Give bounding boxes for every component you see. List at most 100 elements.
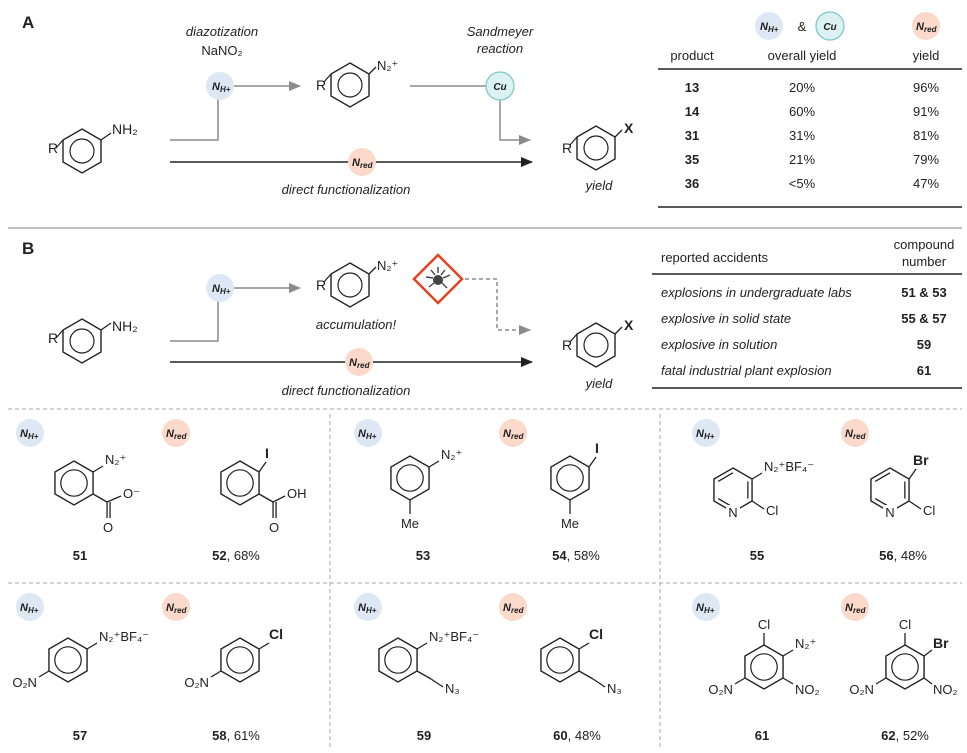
bond xyxy=(86,642,98,650)
diazonium-group: N₂⁺ xyxy=(441,447,462,462)
badge-letter: N xyxy=(166,602,175,614)
r-group-label: R xyxy=(316,77,326,93)
badge-letter: N xyxy=(503,428,512,440)
accidents-table: reported accidents compound number explo… xyxy=(652,237,962,389)
svg-text:N: N xyxy=(212,81,221,93)
iodine-substituent: I xyxy=(595,440,599,456)
chloro-substituent: Cl xyxy=(269,626,283,642)
table-header-yield: yield xyxy=(913,48,940,63)
benzene-ring xyxy=(540,637,580,683)
ring-nitrogen: N xyxy=(728,505,737,520)
bond xyxy=(592,678,606,688)
badge-letter: N xyxy=(845,602,854,614)
compound-label: 53 xyxy=(416,548,430,563)
diazonium-group: N₂⁺BF₄⁻ xyxy=(429,629,479,644)
bromo-substituent: Br xyxy=(933,635,949,651)
svg-text:N: N xyxy=(212,283,221,295)
panel-a-label: A xyxy=(22,13,34,32)
r-group-label: R xyxy=(562,337,572,353)
compound-label: 51 xyxy=(73,548,87,563)
table-header-accidents: reported accidents xyxy=(661,250,768,265)
compound-label: 61 xyxy=(755,728,769,743)
bond xyxy=(923,649,933,657)
bond xyxy=(258,642,270,650)
svg-text:Cu: Cu xyxy=(493,82,506,93)
overall-yield-cell: 20% xyxy=(789,80,815,95)
badge-letter: N xyxy=(166,428,175,440)
badge-subscript: H+ xyxy=(366,606,377,615)
compound-label: 60, 48% xyxy=(553,728,601,743)
compound-number: 52, 68% xyxy=(212,548,260,563)
badge-subscript: red xyxy=(174,432,188,441)
nitro-group: O₂N xyxy=(849,682,874,697)
benzene-ring xyxy=(220,637,260,683)
product-number-cell: 13 xyxy=(685,80,699,95)
r-group-label: R xyxy=(316,277,326,293)
bond xyxy=(428,460,440,468)
r-group-label: R xyxy=(562,140,572,156)
nitro-group: NO₂ xyxy=(795,682,820,697)
svg-text:red: red xyxy=(360,161,374,170)
nh-badge: N H+ xyxy=(206,72,234,100)
azide-group: N₃ xyxy=(607,681,622,696)
yield-label: yield xyxy=(585,178,614,193)
nh-badge: N H+ xyxy=(206,274,234,302)
compound-number: 51 xyxy=(73,548,87,563)
bond xyxy=(430,678,444,688)
reaction-label: reaction xyxy=(477,41,523,56)
svg-text:H+: H+ xyxy=(768,25,779,34)
product-number-cell: 35 xyxy=(685,152,699,167)
yield-cell: 91% xyxy=(913,104,939,119)
table-header-compound: compound xyxy=(894,237,955,252)
r-group-label: R xyxy=(48,140,58,156)
badge-subscript: red xyxy=(853,606,867,615)
benzene-ring xyxy=(378,637,418,683)
benzene-ring xyxy=(550,455,590,501)
compound-label: 54, 58% xyxy=(552,548,600,563)
diazonium-group: N₂⁺ xyxy=(105,452,126,467)
table-header-number: number xyxy=(902,254,947,269)
methyl-group: Me xyxy=(561,516,579,531)
compound-number: 55 xyxy=(750,548,764,563)
compound-number: 54, 58% xyxy=(552,548,600,563)
nred-badge: N red xyxy=(345,348,373,376)
aniline-structure-b xyxy=(55,318,112,364)
badge-subscript: red xyxy=(511,432,525,441)
badge-subscript: H+ xyxy=(28,432,39,441)
svg-text:N: N xyxy=(349,357,358,369)
nred-badge: N red xyxy=(348,148,376,176)
bond xyxy=(38,670,50,678)
chloro-substituent: Cl xyxy=(899,617,911,632)
sandmeyer-label: Sandmeyer xyxy=(467,24,534,39)
nitro-group: NO₂ xyxy=(933,682,958,697)
yield-label: yield xyxy=(585,376,614,391)
chloro-substituent: Cl xyxy=(923,503,935,518)
diazotization-path xyxy=(170,283,301,342)
table-header-product: product xyxy=(670,48,714,63)
svg-text:N: N xyxy=(760,21,769,33)
product-number-cell: 14 xyxy=(685,104,700,119)
accident-description-cell: explosive in solid state xyxy=(661,311,791,326)
ring-nitrogen: N xyxy=(885,505,894,520)
badge-subscript: red xyxy=(511,606,525,615)
overall-yield-cell: 21% xyxy=(789,152,815,167)
product-number-cell: 31 xyxy=(685,128,699,143)
panel-a: A R NH₂ diazotization NaNO₂ N H+ R N₂⁺ xyxy=(22,11,962,208)
